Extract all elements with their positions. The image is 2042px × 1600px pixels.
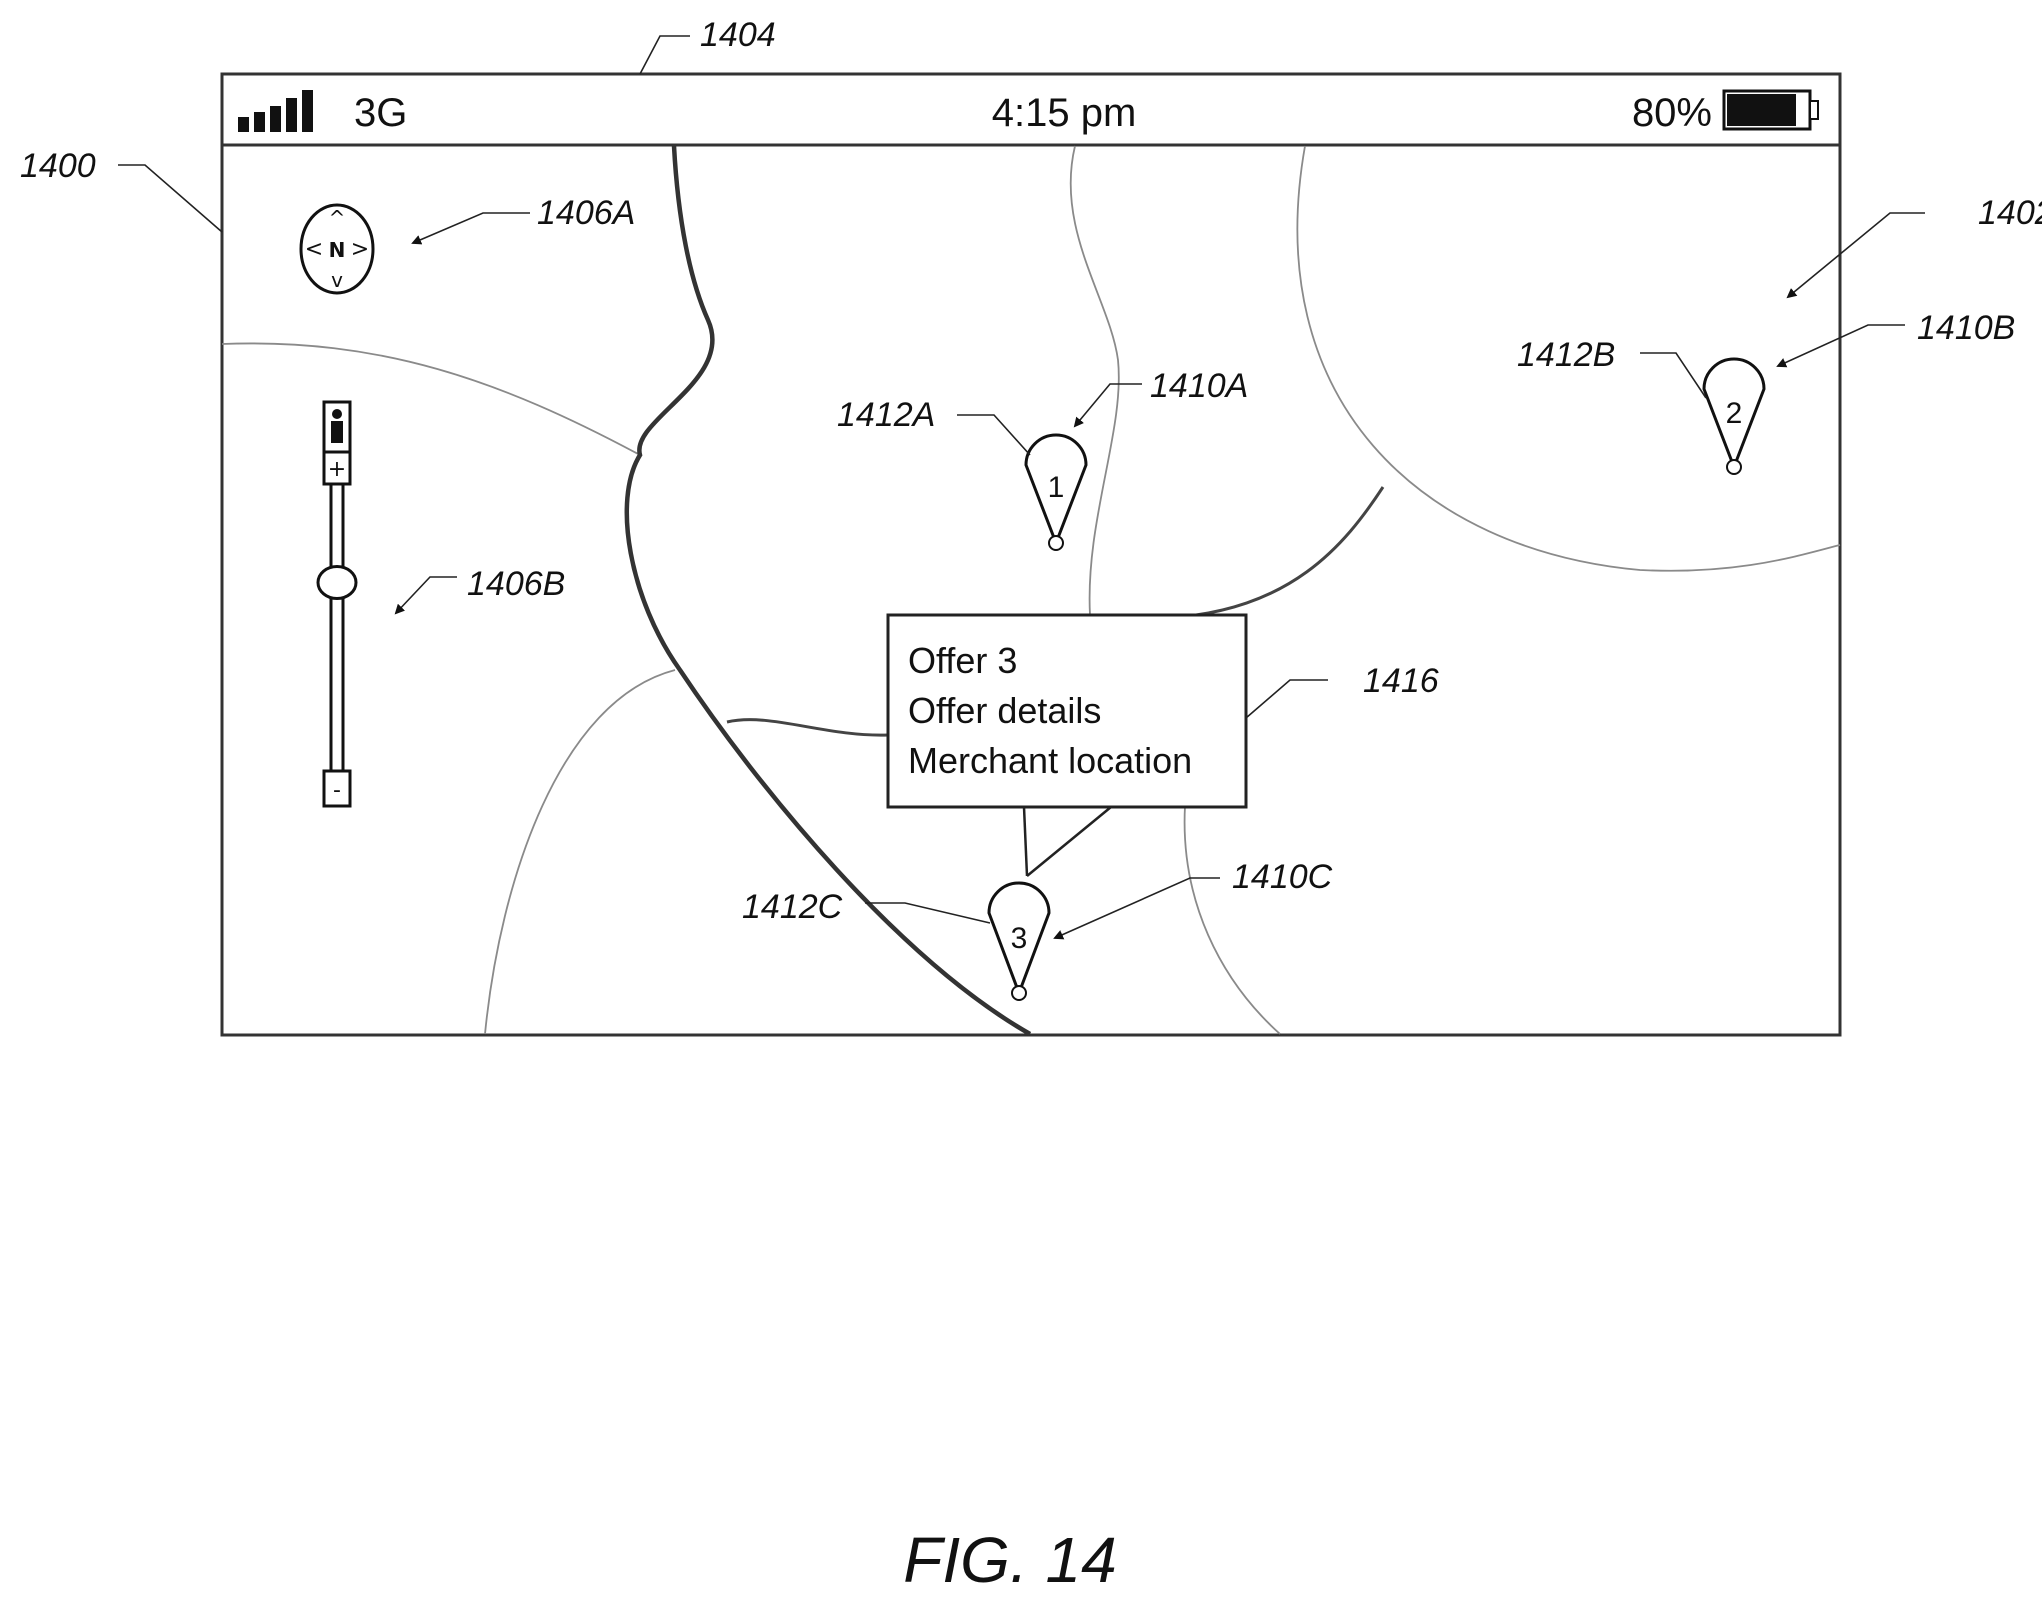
pan-right-icon[interactable]: > xyxy=(351,237,369,262)
ref-1412C: 1412C xyxy=(742,888,843,926)
ref-1410C: 1410C xyxy=(1232,858,1333,896)
figure-caption: FIG. 14 xyxy=(903,1524,1116,1596)
pin-2-number: 2 xyxy=(1726,397,1743,430)
ref-1410A: 1410A xyxy=(1150,367,1248,405)
ref-1404: 1404 xyxy=(700,16,776,54)
popup-offer-details[interactable]: Offer details xyxy=(908,690,1101,731)
zoom-slider-handle[interactable] xyxy=(318,567,356,599)
pan-left-icon[interactable]: < xyxy=(305,237,323,262)
ref-1406A: 1406A xyxy=(537,194,635,232)
ref-1416: 1416 xyxy=(1363,662,1439,700)
ref-1400: 1400 xyxy=(20,147,96,185)
zoom-track[interactable] xyxy=(331,484,343,771)
person-icon xyxy=(331,409,343,443)
ref-1406B: 1406B xyxy=(467,565,565,603)
battery-percent: 80% xyxy=(1632,91,1712,135)
ref-1410B: 1410B xyxy=(1917,309,2015,347)
ref-1402: 1402 xyxy=(1978,194,2042,232)
pin-3-number: 3 xyxy=(1011,922,1028,955)
battery-icon xyxy=(1724,91,1818,129)
popup-title: Offer 3 xyxy=(908,640,1017,681)
pan-up-icon[interactable]: ^ xyxy=(329,206,346,230)
ref-1412B: 1412B xyxy=(1517,336,1615,374)
network-type: 3G xyxy=(354,91,407,135)
compass-icon: N xyxy=(329,238,346,262)
zoom-out-label: - xyxy=(333,778,341,803)
ref-1412A: 1412A xyxy=(837,396,935,434)
zoom-in-label: + xyxy=(328,457,346,482)
status-time: 4:15 pm xyxy=(992,91,1137,135)
popup-merchant-location[interactable]: Merchant location xyxy=(908,740,1192,781)
pan-control[interactable]: ^ < > v N xyxy=(301,205,373,293)
pin-1-number: 1 xyxy=(1048,471,1065,504)
pan-down-icon[interactable]: v xyxy=(331,268,343,292)
